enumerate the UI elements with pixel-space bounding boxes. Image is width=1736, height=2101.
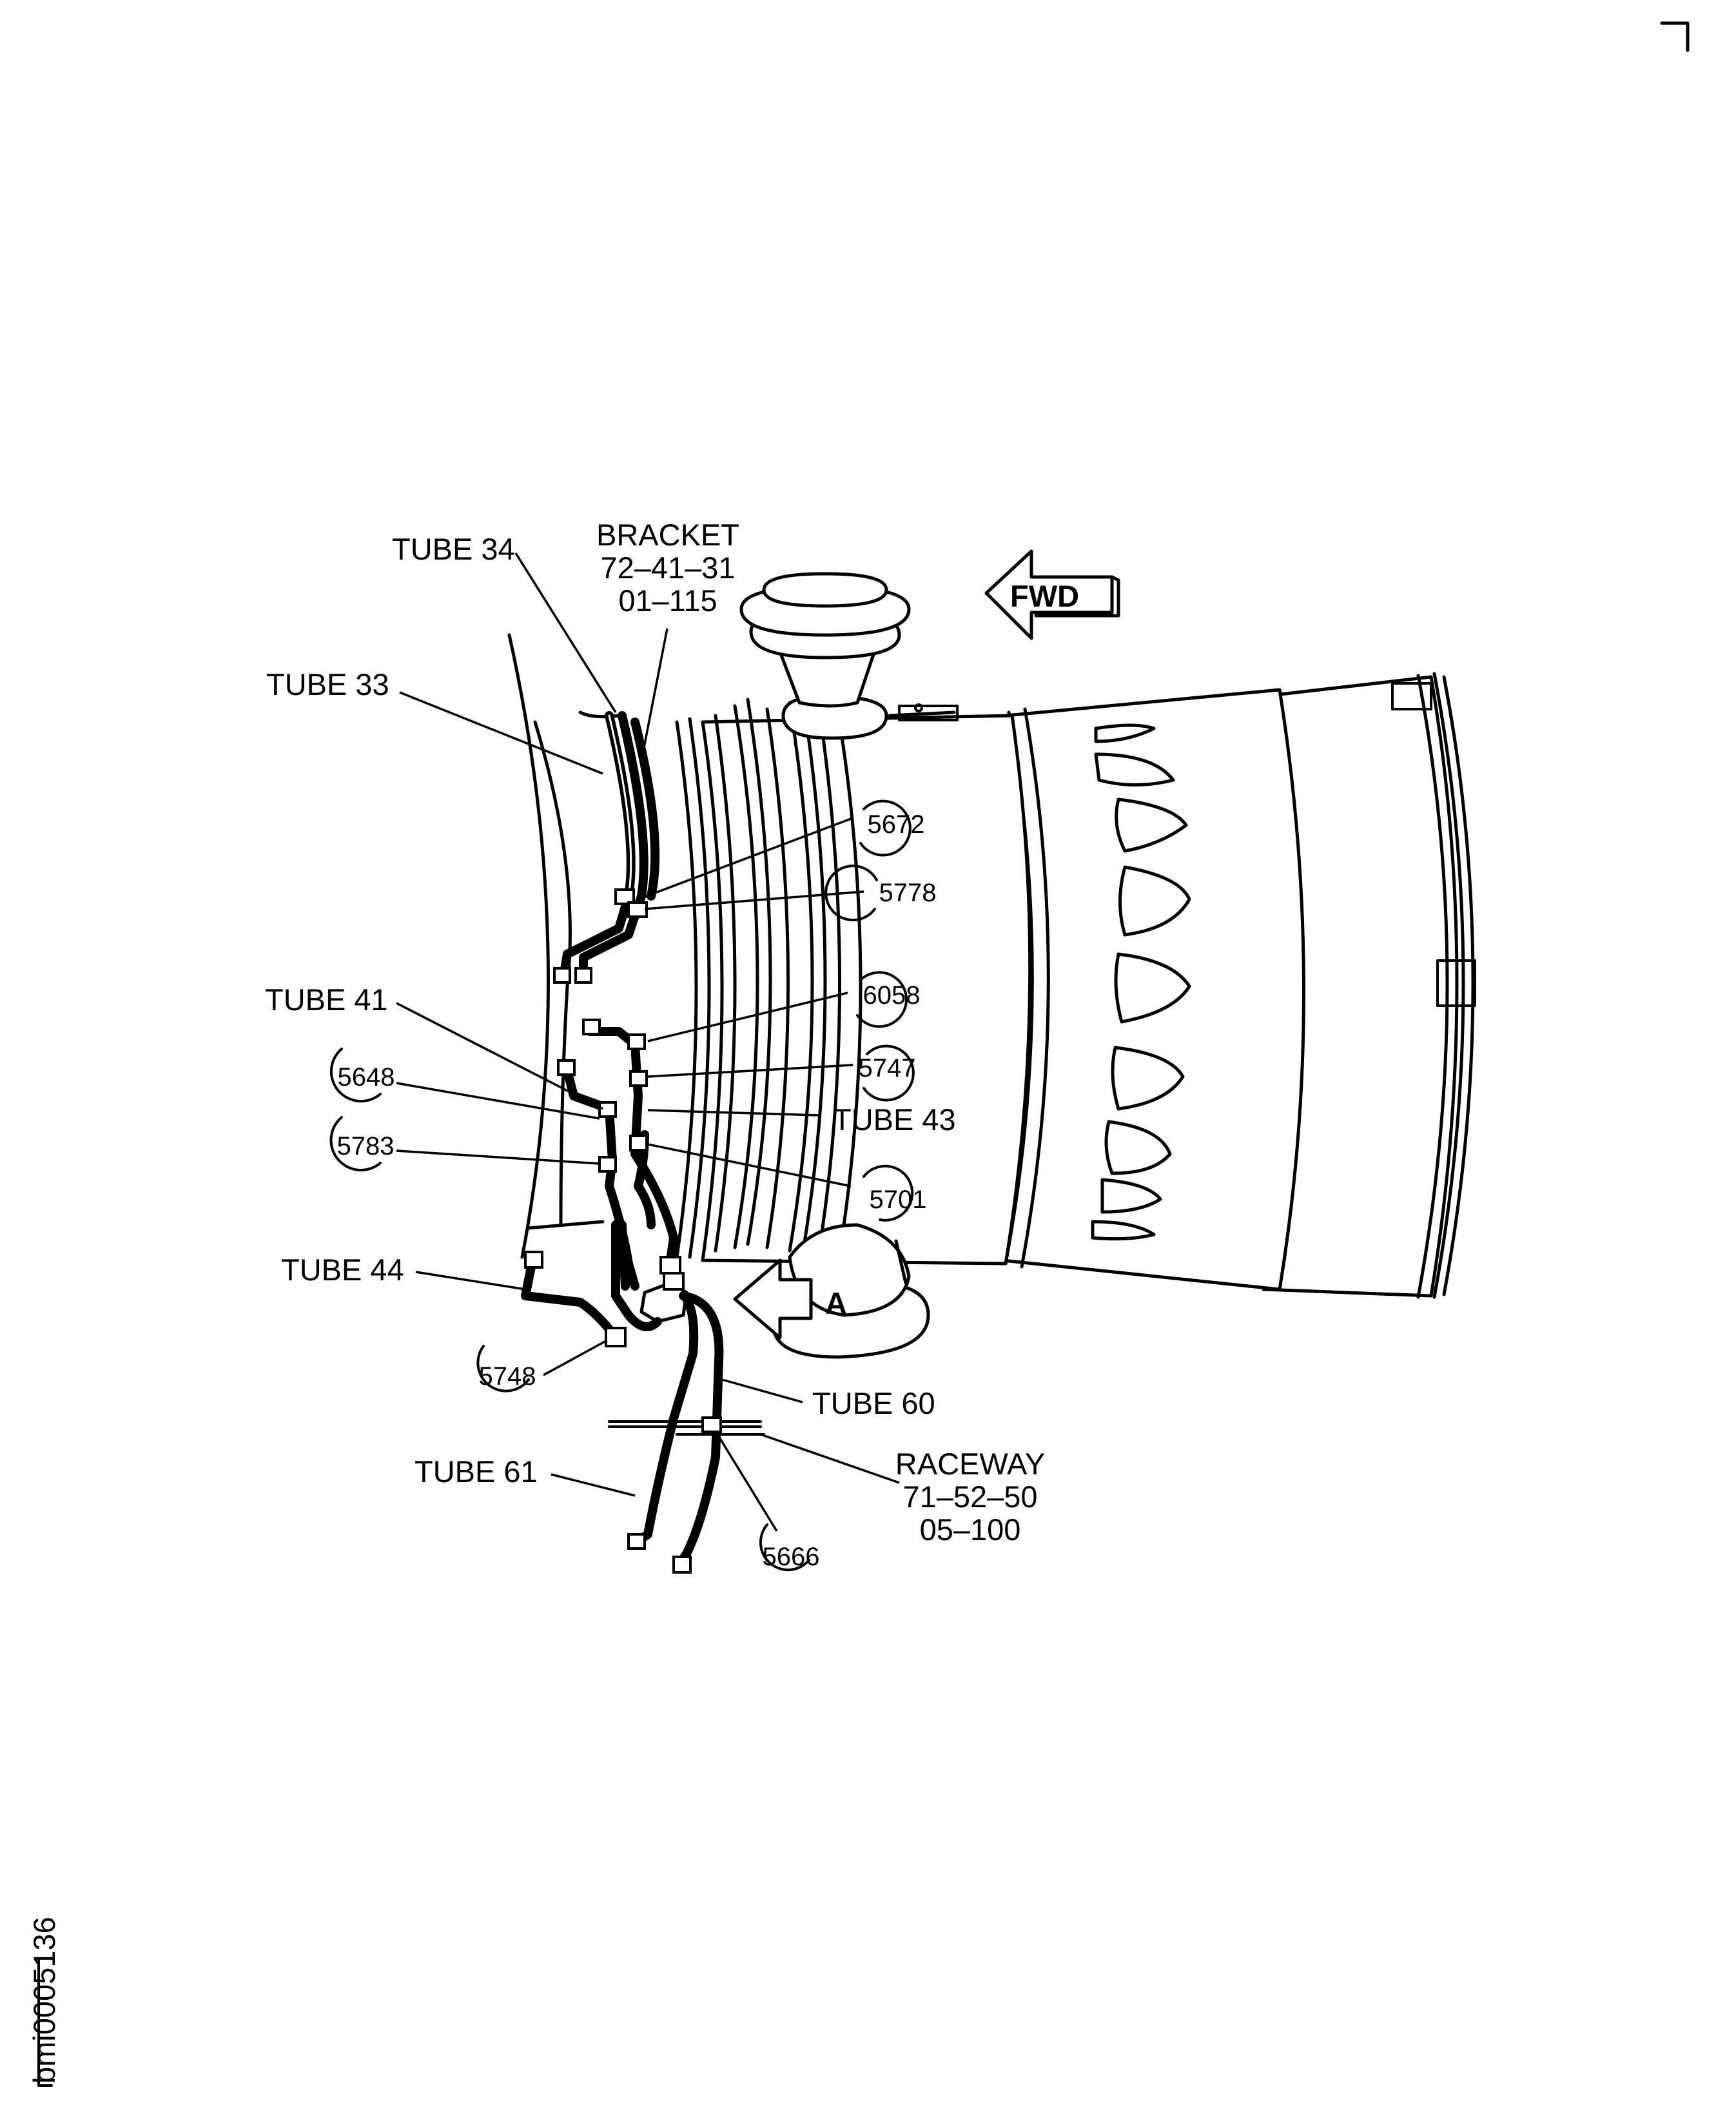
svg-text:5701: 5701 [870,1186,927,1214]
bracket-ref-2: 01–115 [618,583,717,618]
raceway-ref-2: 05–100 [920,1512,1021,1547]
corner-crop-mark [1660,21,1690,52]
view-a-arrow: A [733,1258,847,1340]
tube43-label: TUBE 43 [833,1102,956,1137]
svg-text:5747: 5747 [859,1054,916,1082]
callout-5747: 5747 [859,1044,916,1102]
callouts: 5672 5778 6058 5747 5648 5783 5701 5748 [329,799,937,1572]
callout-5701: 5701 [863,1164,927,1222]
tube33-label: TUBE 33 [266,667,389,701]
svg-text:5648: 5648 [338,1063,395,1091]
fwd-arrow: FWD [984,549,1120,640]
svg-text:5748: 5748 [479,1362,536,1391]
tube41-label: TUBE 41 [265,982,388,1017]
callout-6058: 6058 [856,971,921,1028]
callout-5748: 5748 [476,1345,536,1393]
tube44-label: TUBE 44 [281,1253,404,1287]
leader-lines [396,552,900,1532]
raceway-label: RACEWAY [895,1447,1045,1481]
bracket-ref-1: 72–41–31 [600,551,735,585]
fwd-label: FWD [1010,579,1079,613]
top-boss [739,572,959,740]
svg-text:5783: 5783 [337,1132,395,1160]
raceway-ref-1: 71–52–50 [902,1480,1037,1514]
figure-id-label: bmi0005136 [27,1917,61,2084]
tubes [521,711,765,1574]
svg-text:5778: 5778 [879,879,937,907]
callout-5666: 5666 [759,1523,820,1572]
tube34-label: TUBE 34 [392,532,515,566]
figure-id: bmi0005136 [27,1917,61,2087]
callout-5778: 5778 [824,865,937,922]
tube61-label: TUBE 61 [414,1454,538,1489]
callout-5672: 5672 [859,799,925,857]
cooling-slots [1091,723,1191,1241]
callout-5648: 5648 [329,1048,395,1103]
svg-text:5672: 5672 [868,810,925,839]
engine-case [507,572,1476,1359]
svg-text:6058: 6058 [863,981,921,1010]
callout-5783: 5783 [329,1116,395,1171]
bracket-label: BRACKET [596,518,739,552]
svg-text:5666: 5666 [763,1543,820,1571]
view-a-label: A [825,1286,847,1320]
text-labels: TUBE 34 TUBE 33 BRACKET 72–41–31 01–115 … [265,518,1045,1547]
tube60-label: TUBE 60 [812,1386,935,1420]
